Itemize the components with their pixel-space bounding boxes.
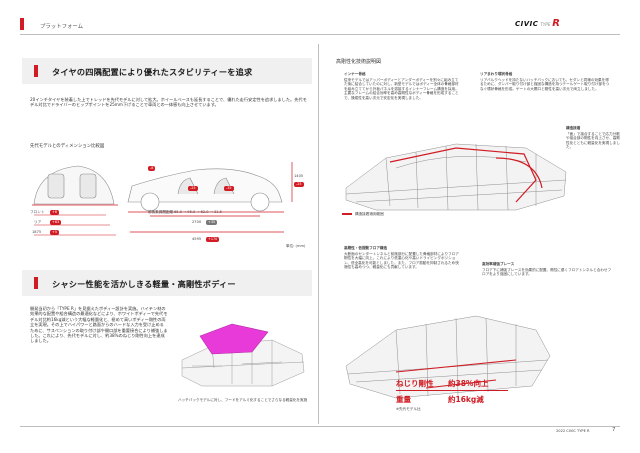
top-marker-1: -8 <box>148 166 156 171</box>
section-label: プラットフォーム <box>40 24 83 30</box>
result-rigidity-label: ねじり剛性 <box>396 379 434 388</box>
logo-type: TYPE <box>540 22 551 27</box>
length-value: 4595 <box>192 237 202 241</box>
bond-legend-label: 構造接着適用範囲 <box>355 212 384 216</box>
height-diff: -25 <box>294 182 304 187</box>
dims-figure: -8 -25 -35 フロント +6 リア +63 1875 +5 前後乗員間距… <box>28 152 310 252</box>
hatch-body-figure <box>172 310 312 396</box>
brace-title: 高効率補強ブレース <box>482 262 515 266</box>
wheelbase-value: 2700 <box>192 220 202 224</box>
bond-legend: 構造接着適用範囲 <box>342 212 384 216</box>
section1-heading-bar <box>34 65 38 77</box>
biw-top-svg <box>345 143 567 211</box>
floor-body: 大断面のセンタートンネルと前席部分に配置した骨格部材によりフロア剛性を大幅に向上… <box>344 252 459 270</box>
dims-diagram-svg <box>32 162 293 236</box>
length-diff: +170 <box>206 237 220 242</box>
aluminum-hood <box>199 323 269 355</box>
top-marker-3: -35 <box>224 186 234 191</box>
width-diff: +5 <box>50 230 59 235</box>
logo-civic: CIVIC <box>515 20 539 28</box>
innerframe-title: インナー骨格 <box>344 72 366 76</box>
hatch-body-svg <box>181 323 305 387</box>
top-marker-2: -25 <box>188 186 198 191</box>
side-view <box>127 162 293 233</box>
result-box: ねじり剛性 約38%向上 重量 約16kg減 ※先代モデル比 <box>396 376 516 416</box>
front-view <box>32 165 118 206</box>
dims-unit: 単位: (mm) <box>286 244 306 248</box>
front-value: +6 <box>50 210 59 215</box>
rear-body: リアバルクヘッドを持たないハッチバックにおいても、セダンと同様の効果を得るために… <box>480 78 610 91</box>
hatch-caption: ハッチバックモデルに対し、フードをアルミ化することでさらなる軽量化を実施 <box>178 398 308 402</box>
section2-heading: シャシー性能を活かしきる軽量・高剛性ボディー <box>22 270 312 296</box>
result-weight-value: 約16kg減 <box>448 395 484 404</box>
width-value: 1875 <box>32 230 42 234</box>
brace-body: フロア下に補強ブレースを効果的に配置。剛性に優くフロアトンネルと合わせフロアをよ… <box>482 268 612 277</box>
wheelbase-diff: +35 <box>206 220 218 225</box>
result-weight-label: 重量 <box>396 395 411 404</box>
header-accent-line <box>20 18 24 30</box>
dims-caption: 先代モデルとのディメンション比較図 <box>30 144 105 149</box>
column-divider <box>318 44 319 424</box>
section1-title: タイヤの四隅配置により優れたスタビリティーを追求 <box>52 67 253 77</box>
logo-r: R <box>552 18 560 29</box>
page-number: 7 <box>612 427 616 433</box>
rear-label: リア <box>34 220 42 224</box>
result-note: ※先代モデル比 <box>396 407 421 411</box>
innerframe-body: 従来モデルではアッパーボディーとアンダーボディーを別々に組み立てた後に結合してい… <box>344 78 459 100</box>
header-bar: プラットフォーム CIVIC TYPE R <box>0 0 640 40</box>
rear-value: +63 <box>50 220 62 225</box>
result-divider <box>396 390 508 391</box>
floor-title: 高剛性・低振動フロア構造 <box>344 246 388 250</box>
front-label: フロント <box>30 210 45 214</box>
header-divider <box>20 34 620 35</box>
hip-value: 65.0 → 95.0 → 62.0 → 31.5 <box>174 210 222 214</box>
brand-logo: CIVIC TYPE R <box>515 18 560 29</box>
section2-body: 開発当初から「TYPE R」を見据えたボディー設計を実施。ハイテン材の効果的な配… <box>30 306 168 344</box>
biw-top-figure <box>336 118 576 218</box>
section1-body: 20インチタイヤを装着した上でトレッドを先代モデルに対して拡大。ホイールベースも… <box>30 97 307 108</box>
section2-title: シャシー性能を活かしきる軽量・高剛性ボディー <box>52 279 236 289</box>
hip-label: 前後乗員間距離 <box>148 210 174 214</box>
bond-legend-swatch <box>342 213 352 216</box>
rear-title: リアまわり環状骨格 <box>480 72 513 76</box>
result-rigidity-value: 約38%向上 <box>448 379 489 388</box>
height-value: 1405 <box>294 174 304 178</box>
section2-heading-bar <box>34 277 38 289</box>
diagram-title: 高剛性化技術説明図 <box>336 59 382 65</box>
biw-bottom-svg <box>345 315 551 399</box>
bond-body: 「面」で接合することで応力分散や接合部の剛性を向上させ、高剛性化とともに軽量化を… <box>566 132 620 150</box>
bond-title: 構造接着 <box>566 126 581 130</box>
footer-divider <box>20 426 620 427</box>
biw-bottom-figure <box>336 286 556 406</box>
section1-heading: タイヤの四隅配置により優れたスタビリティーを追求 <box>22 58 312 84</box>
footer-text: 2022 CIVIC TYPE R <box>556 429 590 433</box>
